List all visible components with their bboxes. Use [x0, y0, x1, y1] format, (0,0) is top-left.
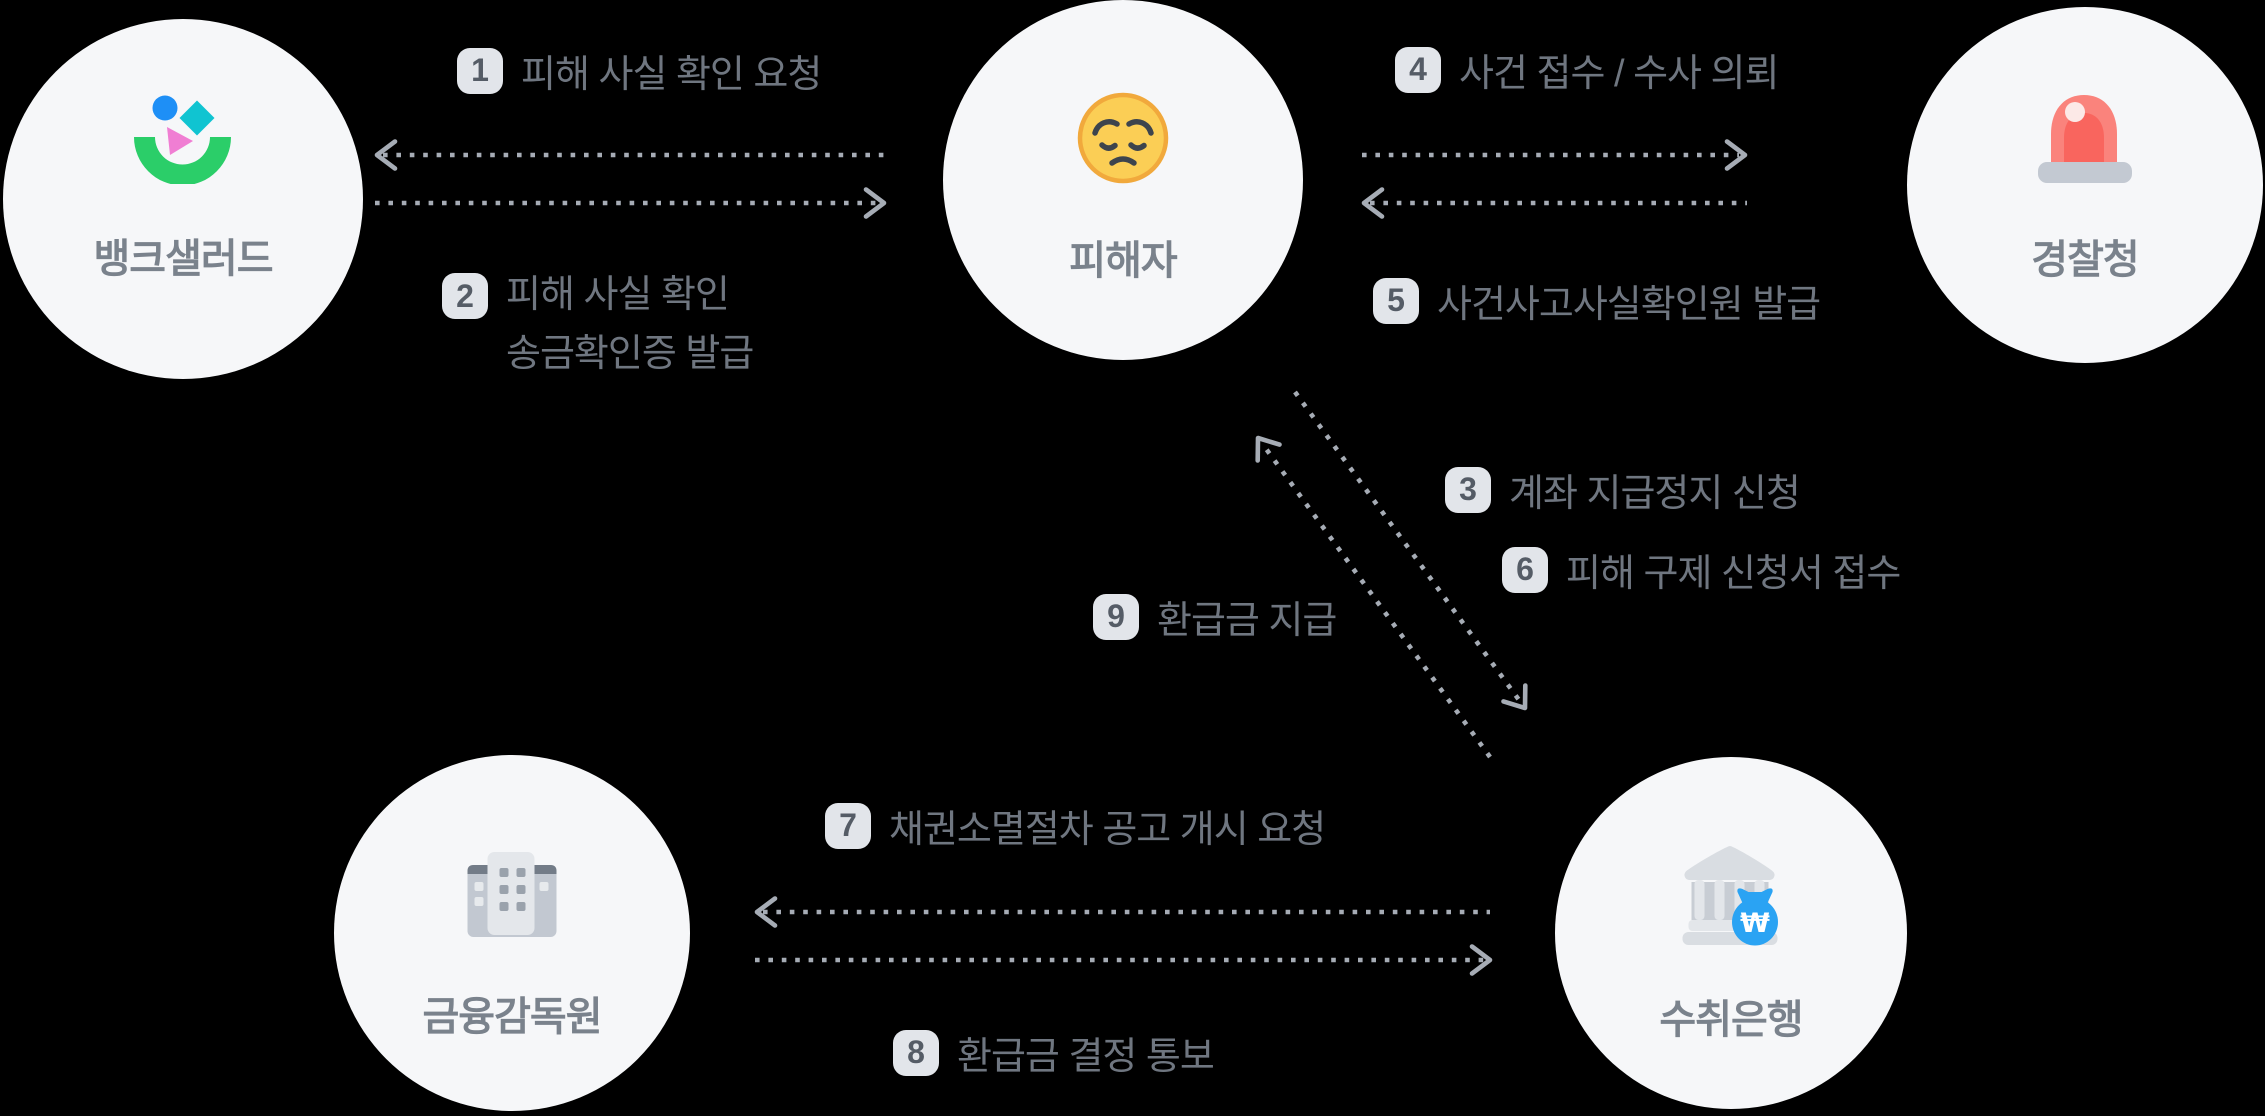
flow-label-4: 4 사건 접수 / 수사 의뢰 [1395, 42, 1779, 97]
flow-label-3: 3 계좌 지급정지 신청 [1445, 462, 1801, 517]
step-badge-2: 2 [442, 273, 488, 319]
step-badge-4: 4 [1395, 46, 1441, 93]
node-label-victim: 피해자 [1069, 239, 1177, 283]
node-victim: 피해자 [943, 0, 1303, 360]
siren-icon [2038, 95, 2132, 183]
node-label-police: 경찰청 [2031, 238, 2139, 282]
step-badge-6: 6 [1502, 546, 1548, 593]
pensive-face-icon [1077, 92, 1169, 184]
flow-text-2: 피해 사실 확인 송금확인증 발급 [506, 266, 754, 384]
flow-label-5: 5 사건사고사실확인원 발급 [1373, 273, 1821, 328]
node-label-bank: 수취은행 [1659, 998, 1803, 1042]
flow-text-2-line2: 송금확인증 발급 [506, 333, 754, 375]
node-label-fss: 금융감독원 [422, 995, 603, 1039]
flow-text-1: 피해 사실 확인 요청 [521, 54, 822, 96]
arrow-3-6-line [1293, 390, 1521, 702]
office-building-icon [467, 852, 557, 937]
step-badge-8: 8 [893, 1029, 939, 1076]
flow-label-2: 2 피해 사실 확인 송금확인증 발급 [442, 273, 754, 384]
flow-label-1: 1 피해 사실 확인 요청 [457, 43, 822, 98]
flow-text-7: 채권소멸절차 공고 개시 요청 [889, 809, 1326, 851]
arrow-7-head-left [754, 896, 778, 928]
step-badge-3: 3 [1445, 466, 1491, 513]
flow-label-9: 9 환급금 지급 [1093, 589, 1337, 644]
flow-text-8: 환급금 결정 통보 [957, 1036, 1215, 1078]
node-label-banksalad: 뱅크샐러드 [93, 237, 274, 281]
arrow-8-head-right [1469, 944, 1493, 976]
node-police: 경찰청 [1907, 7, 2263, 363]
step-badge-1: 1 [457, 47, 503, 94]
arrow-2-head-right [863, 187, 887, 219]
arrow-1-head-left [374, 139, 398, 171]
node-fss: 금융감독원 [334, 755, 690, 1111]
arrow-9-head-upleft [1255, 435, 1282, 463]
flow-text-5: 사건사고사실확인원 발급 [1437, 284, 1821, 326]
node-bank: ₩ 수취은행 [1555, 757, 1907, 1109]
node-banksalad: 뱅크샐러드 [3, 19, 363, 379]
flow-label-6: 6 피해 구제 신청서 접수 [1502, 542, 1901, 597]
flow-text-3: 계좌 지급정지 신청 [1509, 473, 1801, 515]
banksalad-logo-icon [134, 95, 231, 184]
flow-label-8: 8 환급금 결정 통보 [893, 1025, 1215, 1080]
step-badge-5: 5 [1373, 277, 1419, 324]
arrow-4-head-right [1724, 139, 1748, 171]
arrow-3-6-head-downright [1501, 683, 1528, 711]
arrow-5-head-left [1361, 187, 1385, 219]
flow-text-6: 피해 구제 신청서 접수 [1566, 553, 1901, 595]
bank-money-bag-icon: ₩ [1682, 846, 1778, 946]
flow-text-4: 사건 접수 / 수사 의뢰 [1459, 53, 1779, 95]
step-badge-7: 7 [825, 802, 871, 849]
flow-text-2-line1: 피해 사실 확인 [506, 274, 730, 316]
flow-label-7: 7 채권소멸절차 공고 개시 요청 [825, 798, 1326, 853]
flow-text-9: 환급금 지급 [1157, 600, 1337, 642]
won-symbol: ₩ [1740, 908, 1770, 939]
step-badge-9: 9 [1093, 593, 1139, 640]
